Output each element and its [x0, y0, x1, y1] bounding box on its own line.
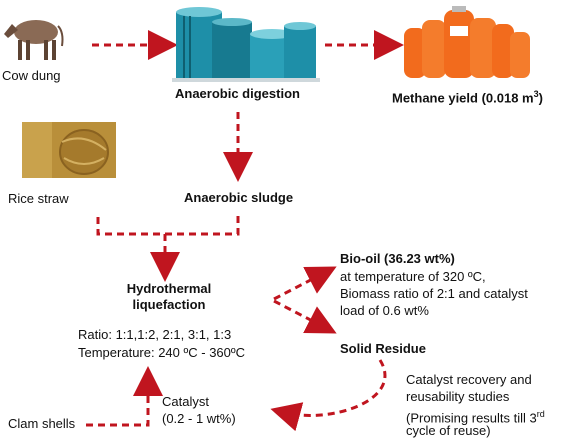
methane-yield-label: Methane yield (0.018 m3): [392, 89, 543, 106]
temperature-label: Temperature: 240 ºC - 360ºC: [78, 345, 246, 360]
bio-oil-title: Bio-oil (36.23 wt%): [340, 251, 455, 266]
arrow-residue-recycle: [270, 359, 387, 432]
recovery-line-4: cycle of reuse): [406, 423, 491, 438]
htl-title: Hydrothermal liquefaction: [126, 281, 212, 312]
anaerobic-sludge-label: Anaerobic sludge: [184, 190, 294, 205]
arrow-merge-bracket: [96, 214, 240, 236]
anaerobic-digestion-label: Anaerobic digestion: [175, 86, 300, 101]
arrow-htl-to-biooil: [273, 266, 337, 301]
solid-residue-label: Solid Residue: [340, 341, 426, 356]
ratio-label: Ratio: 1:1,1:2, 2:1, 3:1, 1:3: [78, 327, 232, 342]
bio-oil-detail-3: load of 0.6 wt%: [340, 303, 429, 318]
rice-straw-image: [22, 122, 116, 178]
cow-dung-label: Cow dung: [2, 68, 61, 83]
catalyst-title: Catalyst: [162, 394, 209, 409]
digester-tanks-image: [172, 7, 320, 82]
clam-shells-label: Clam shells: [8, 416, 76, 431]
methane-cylinders-image: [404, 6, 530, 78]
recovery-line-3: (Promising results till 3rd: [406, 409, 545, 426]
bio-oil-detail-1: at temperature of 320 ºC,: [340, 269, 486, 284]
recovery-line-1: Catalyst recovery and: [406, 372, 532, 387]
rice-straw-label: Rice straw: [8, 191, 69, 206]
catalyst-range: (0.2 - 1 wt%): [162, 411, 236, 426]
arrow-clam-to-htl: [86, 366, 163, 427]
arrow-htl-to-residue: [273, 299, 337, 334]
recovery-line-2: reusability studies: [406, 389, 510, 404]
cow-image: [4, 20, 64, 60]
bio-oil-detail-2: Biomass ratio of 2:1 and catalyst: [340, 286, 528, 301]
